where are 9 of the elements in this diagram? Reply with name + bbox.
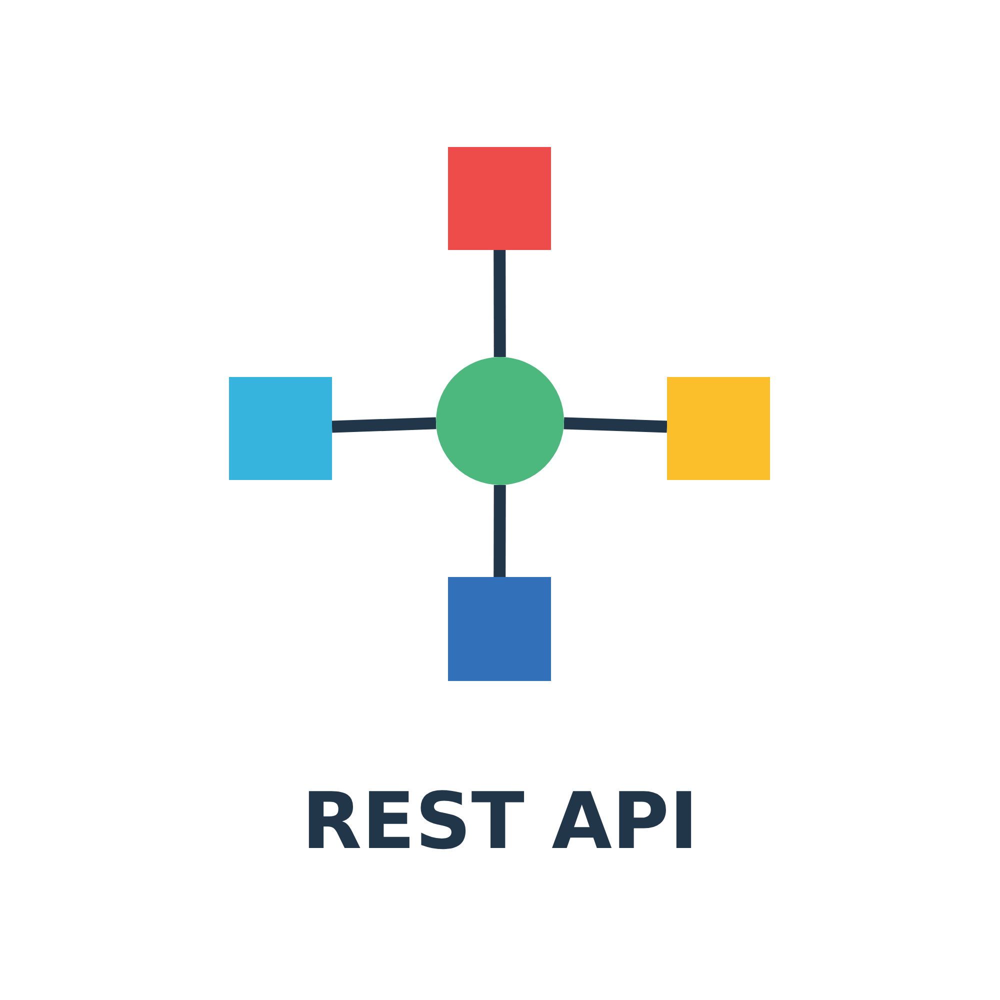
endpoint-square xyxy=(229,377,332,480)
endpoint-square xyxy=(667,377,770,480)
connector-line xyxy=(564,417,668,433)
connector-line xyxy=(332,417,436,433)
connector-line xyxy=(494,250,506,357)
connector-line xyxy=(494,484,506,578)
endpoint-square xyxy=(448,577,551,681)
title: REST API xyxy=(300,776,700,869)
endpoint-square xyxy=(448,147,551,250)
